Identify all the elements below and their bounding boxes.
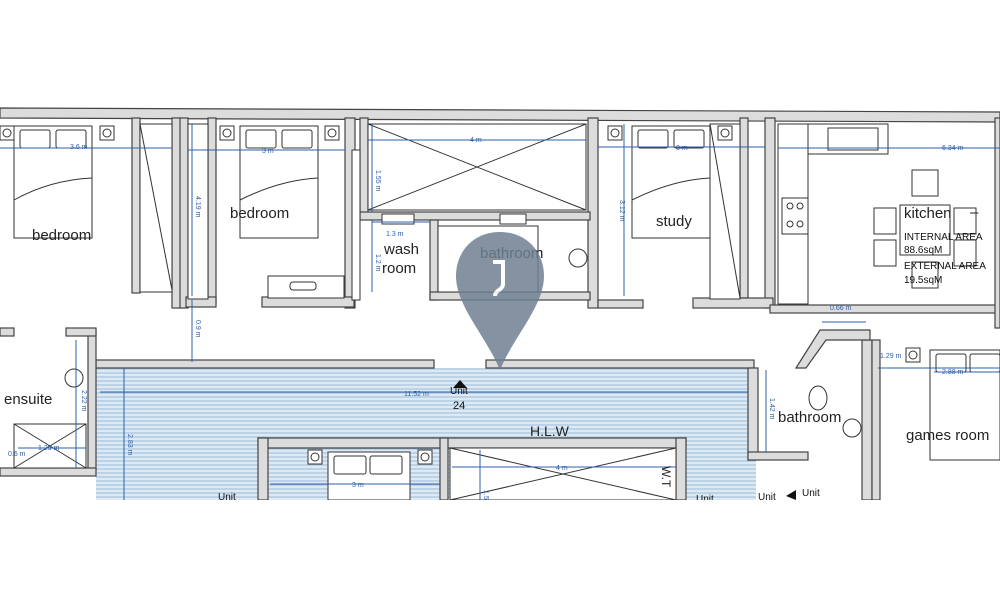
room-label-hlw: H.L.W [530, 423, 570, 439]
internal-area-label: INTERNAL AREA [904, 232, 983, 243]
wall [257, 437, 269, 501]
dim-games-gap: 1.29 m [880, 353, 902, 360]
wall [257, 437, 687, 449]
dim-void-height: 1.55 m [374, 170, 381, 192]
dim-lower-bedroom: 3 m [352, 482, 364, 489]
lower-unit-label: Unit [218, 492, 236, 503]
dim-games-width: 2.88 m [942, 369, 964, 376]
toilet [808, 385, 828, 411]
corridor-wall [485, 359, 755, 369]
unit-label: Unit [450, 386, 468, 397]
wall [794, 329, 871, 369]
room-label-wt: W.T [659, 466, 673, 488]
dim-void: 4 m [470, 137, 482, 144]
north-arrow-icon [453, 380, 467, 388]
dim-bedroom-center: 3 m [262, 148, 274, 155]
top-outer-wall [0, 107, 1000, 123]
dim-bedroom-height: 4.19 m [194, 196, 201, 218]
lower-unit-label: Unit [802, 488, 820, 499]
bed-lower [327, 451, 411, 501]
dim-corridor-length: 11.52 m [404, 391, 429, 398]
dim-ensuite-small: 0.6 m [8, 451, 26, 458]
corridor-wall [95, 359, 435, 369]
dim-study: 3 m [676, 145, 688, 152]
dim-bedroom-left: 3.6 m [70, 144, 88, 151]
room-label-wash: wash [383, 241, 419, 258]
room-label-kitchen: kitchen [904, 205, 952, 222]
location-pin-icon [456, 232, 544, 370]
dim-study-height: 3.12 m [618, 200, 625, 222]
dim-bathroom-right: 1.42 m [768, 398, 775, 420]
external-area-label: EXTERNAL AREA [904, 261, 986, 272]
dim-corridor-height: 2.83 m [126, 434, 133, 456]
wall [0, 467, 97, 477]
bed-center [239, 125, 319, 239]
wall [871, 339, 881, 501]
wardrobe [139, 123, 741, 301]
room-label-study: study [656, 213, 692, 230]
room-label-bedroom-left: bedroom [32, 227, 91, 244]
dim-corridor-gap: 0.9 m [194, 320, 201, 338]
wall [747, 451, 809, 461]
dim-ensuite-width: 1.29 m [38, 445, 60, 452]
wall [747, 367, 759, 461]
sink [568, 248, 588, 268]
dim-kitchen: 6.34 m [942, 145, 964, 152]
internal-area-value: 88.6sqM [904, 245, 942, 256]
wall [131, 117, 141, 294]
kitchen-counter [777, 123, 889, 305]
kitchen-dash: – [970, 204, 979, 221]
wall [739, 117, 749, 299]
dining-table [873, 169, 977, 289]
room-label-games-room: games room [906, 427, 989, 444]
wall [359, 117, 369, 219]
bed-left [13, 125, 93, 239]
wall [439, 437, 449, 501]
wall [87, 329, 97, 471]
wall [179, 117, 189, 309]
room-label-ensuite: ensuite [4, 391, 52, 408]
wall [597, 299, 644, 309]
wall [861, 339, 873, 501]
dim-wash: 1.3 m [386, 231, 404, 238]
page-margin [0, 500, 1000, 600]
lower-unit-label: Unit [696, 494, 714, 505]
room-label-bathroom-right: bathroom [778, 409, 841, 426]
wall [0, 327, 15, 337]
sink [842, 418, 862, 438]
dim-wash-height: 1.2 m [374, 254, 381, 272]
arrow-icon [786, 490, 796, 500]
wall [65, 327, 97, 337]
sink [64, 368, 84, 388]
sockets [0, 125, 921, 465]
wall [769, 304, 1000, 314]
wall [429, 219, 439, 301]
unit-number: 24 [453, 400, 465, 412]
dim-ensuite-height: 2.22 m [80, 390, 87, 412]
wall [764, 117, 776, 309]
wall [994, 117, 1000, 329]
dim-lower-void: 4 m [556, 465, 568, 472]
wall [207, 117, 217, 304]
dim-entry: 0.66 m [830, 305, 852, 312]
lower-unit-label: Unit [758, 492, 776, 503]
bed-study [631, 125, 711, 239]
room-label-wash-room: room [382, 260, 416, 277]
external-area-value: 19.5sqM [904, 275, 942, 286]
room-label-bedroom-center: bedroom [230, 205, 289, 222]
wall [675, 437, 687, 501]
dimension-lines [0, 124, 1000, 500]
